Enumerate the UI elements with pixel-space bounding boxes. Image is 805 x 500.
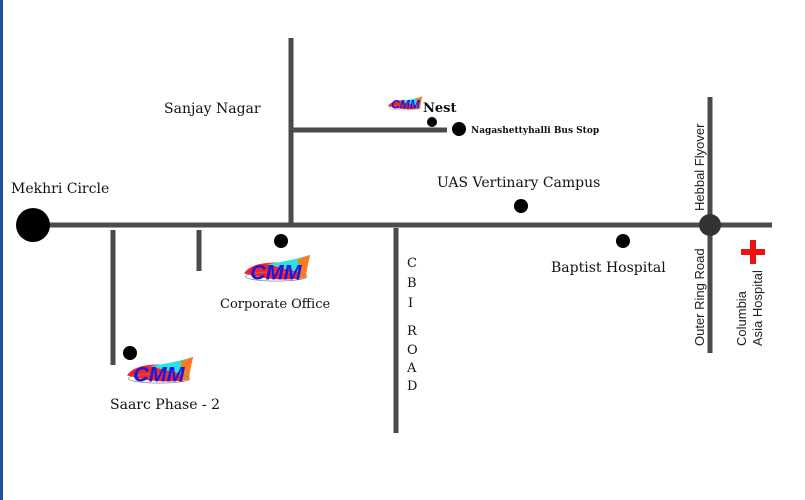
columbia-label-line1: Columbia	[734, 290, 749, 346]
cbi-letter: I	[408, 296, 413, 311]
corporate-office-marker[interactable]	[274, 234, 288, 248]
cbi-letter: D	[407, 379, 417, 394]
baptist-hospital-marker[interactable]	[616, 234, 630, 248]
cbi-letter: R	[407, 324, 418, 339]
svg-text:CMM: CMM	[250, 260, 303, 285]
hebbal-flyover-label: Hebbal Flyover	[692, 123, 707, 211]
baptist-hospital-label: Baptist Hospital	[551, 260, 666, 276]
uas-campus-label: UAS Vertinary Campus	[437, 175, 600, 191]
nest-marker[interactable]	[427, 117, 437, 127]
left-border	[0, 0, 3, 500]
hospital-cross-icon	[741, 240, 765, 264]
corporate-office-label: Corporate Office	[220, 297, 330, 312]
outer-ring-road-label: Outer Ring Road	[692, 248, 707, 346]
cbi-letter: C	[407, 256, 417, 271]
cbi-letter: B	[407, 276, 417, 291]
bus-stop-marker[interactable]	[452, 122, 466, 136]
mekhri-circle-label: Mekhri Circle	[11, 181, 109, 197]
bus-stop-label: Nagashettyhalli Bus Stop	[471, 126, 599, 136]
cmm-logo-nest: CMM	[387, 96, 423, 111]
cbi-letter: O	[407, 343, 418, 358]
saarc-phase2-label: Saarc Phase - 2	[110, 397, 220, 413]
svg-text:CMM: CMM	[133, 362, 186, 387]
cmm-logo-saarc: CMM	[126, 356, 194, 387]
cbi-road-label: C B I R O A D	[406, 256, 418, 394]
saarc-marker[interactable]	[123, 346, 137, 360]
nest-label: Nest	[423, 101, 456, 116]
columbia-label-line2: Asia Hospital	[750, 270, 765, 346]
sanjay-nagar-label: Sanjay Nagar	[164, 101, 261, 117]
cbi-letter: A	[406, 361, 417, 376]
mekhri-circle-marker[interactable]	[16, 208, 50, 242]
hebbal-flyover-marker[interactable]	[699, 214, 721, 236]
cmm-logo-corporate: CMM	[243, 254, 311, 285]
uas-campus-marker[interactable]	[514, 199, 528, 213]
svg-text:CMM: CMM	[391, 97, 421, 111]
